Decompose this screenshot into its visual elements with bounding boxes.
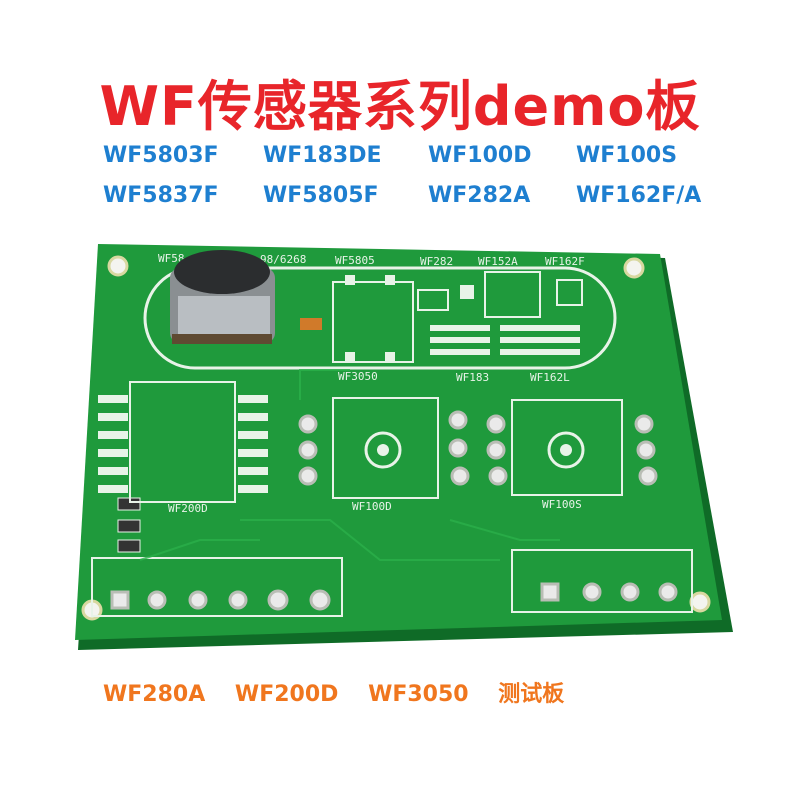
model-label: WF5803F	[103, 143, 219, 168]
sensor-shell	[178, 296, 270, 334]
through-hole-pads	[298, 410, 658, 486]
sensor-base	[172, 334, 272, 344]
model-row-1: WF5803F WF183DE WF100D WF100S	[103, 143, 783, 183]
footer-label: 测试板	[498, 682, 565, 707]
silk-label: WF100S	[542, 498, 582, 511]
connector-outline	[91, 557, 343, 617]
page-title: WF传感器系列demo板	[99, 75, 701, 138]
smd-component	[117, 519, 141, 533]
pad	[385, 275, 395, 285]
sensor-center	[377, 444, 389, 456]
model-list: WF5803F WF183DE WF100D WF100S WF5837F WF…	[103, 143, 783, 223]
chip-pads	[98, 395, 268, 493]
sensor-footprint	[332, 397, 439, 499]
smd-component	[300, 318, 322, 330]
mounting-hole	[689, 591, 711, 613]
pad-outline	[417, 289, 449, 311]
model-label: WF100S	[576, 143, 678, 168]
mounting-hole	[107, 255, 129, 277]
silk-label: WF200D	[168, 502, 208, 515]
connector-outline	[511, 549, 693, 613]
silk-label: WF162L	[530, 371, 570, 384]
oval-outline	[143, 266, 617, 370]
pad	[345, 275, 355, 285]
model-label: WF282A	[428, 183, 531, 208]
silk-label: WF100D	[352, 500, 392, 513]
silk-label: 98/6268	[260, 253, 306, 266]
sensor-footprint	[511, 399, 623, 496]
footer-labels: WF280A WF200D WF3050 测试板	[103, 676, 586, 708]
model-label: WF5805F	[263, 183, 379, 208]
sensor-center	[560, 444, 572, 456]
silk-label: WF152A	[478, 255, 518, 268]
pad-outline	[484, 271, 541, 318]
footer-label: WF200D	[234, 682, 339, 707]
pad-outline	[556, 279, 583, 306]
silk-label: WF3050	[338, 370, 378, 383]
pad-outline	[332, 281, 414, 363]
model-label: WF100D	[428, 143, 532, 168]
model-label: WF5837F	[103, 183, 219, 208]
model-row-2: WF5837F WF5805F WF282A WF162F/A	[103, 183, 783, 223]
pad-array	[430, 325, 580, 355]
footer-label: WF280A	[103, 682, 206, 707]
model-label: WF183DE	[263, 143, 382, 168]
sensor-ring	[364, 431, 402, 469]
silk-label: WF183	[456, 371, 489, 384]
silk-label: WF162F	[545, 255, 585, 268]
chip-outline	[129, 381, 236, 503]
smd-component	[117, 539, 141, 553]
silk-label: WF282	[420, 255, 453, 268]
sensor-cap	[174, 250, 270, 294]
model-label: WF162F/A	[576, 183, 702, 208]
sensor-ring	[547, 431, 585, 469]
pad	[460, 285, 474, 299]
pad	[385, 352, 395, 362]
pcb-traces	[139, 369, 560, 561]
silk-label: WF5805	[335, 254, 375, 267]
silk-label: WF58	[158, 252, 185, 265]
connector-pins	[110, 582, 678, 611]
pad	[345, 352, 355, 362]
mounting-hole	[623, 257, 645, 279]
footer-label: WF3050	[368, 682, 469, 707]
